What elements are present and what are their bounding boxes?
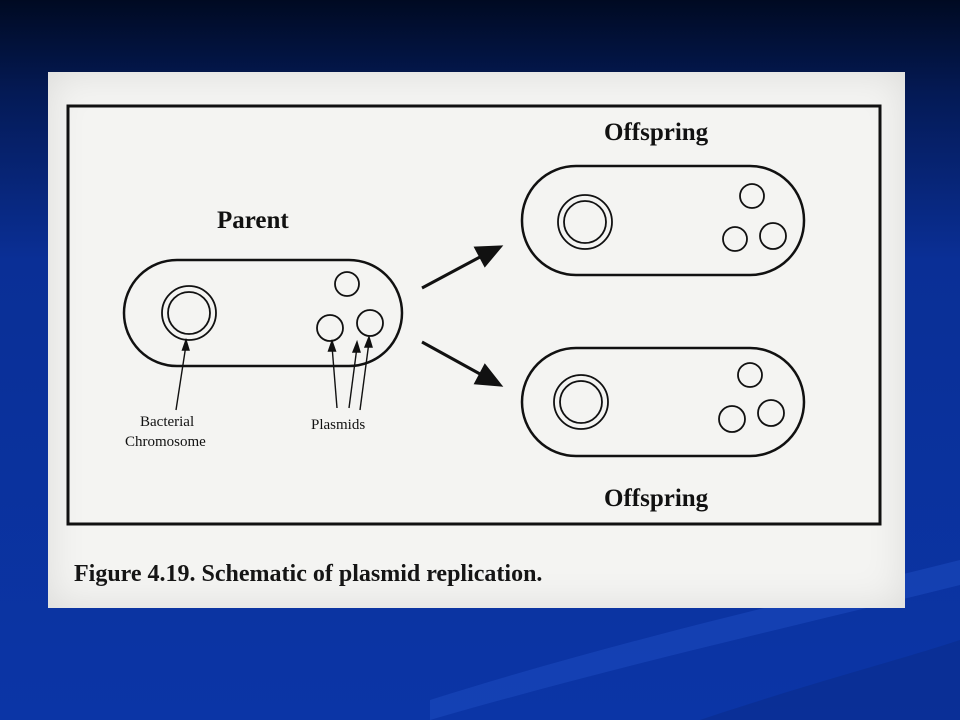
bacterial-label: Bacterial — [140, 414, 194, 430]
label-pointer-lines — [175, 334, 373, 411]
offspring-label-top: Offspring — [604, 119, 709, 146]
parent-plasmid — [334, 271, 360, 297]
parent-plasmid — [356, 309, 384, 337]
offspring-cell-bottom — [520, 346, 806, 458]
offspring-top-plasmid — [759, 222, 787, 250]
offspring-bottom-plasmid — [757, 399, 785, 427]
offspring-bottom-plasmid — [718, 405, 746, 433]
offspring-top-plasmid — [722, 226, 748, 252]
figure-frame — [66, 104, 882, 526]
offspring-top-chromosome — [557, 194, 613, 250]
offspring-bottom-plasmid — [737, 362, 763, 388]
figure-card: Parent Bacterial Chromosome Plasmids — [48, 72, 905, 608]
parent-cell — [122, 258, 404, 368]
parent-chromosome — [161, 285, 217, 341]
plasmid-replication-diagram: Parent Bacterial Chromosome Plasmids — [66, 104, 882, 526]
offspring-bottom-chromosome — [553, 374, 609, 430]
figure-caption: Figure 4.19. Schematic of plasmid replic… — [74, 561, 543, 587]
plasmids-label: Plasmids — [311, 417, 365, 433]
parent-plasmid — [316, 314, 344, 342]
offspring-top-plasmid — [739, 183, 765, 209]
offspring-label-bottom: Offspring — [604, 485, 709, 512]
chromosome-label: Chromosome — [125, 434, 206, 450]
offspring-cell-top — [520, 164, 806, 277]
parent-label: Parent — [217, 207, 289, 234]
division-arrows — [421, 245, 504, 387]
